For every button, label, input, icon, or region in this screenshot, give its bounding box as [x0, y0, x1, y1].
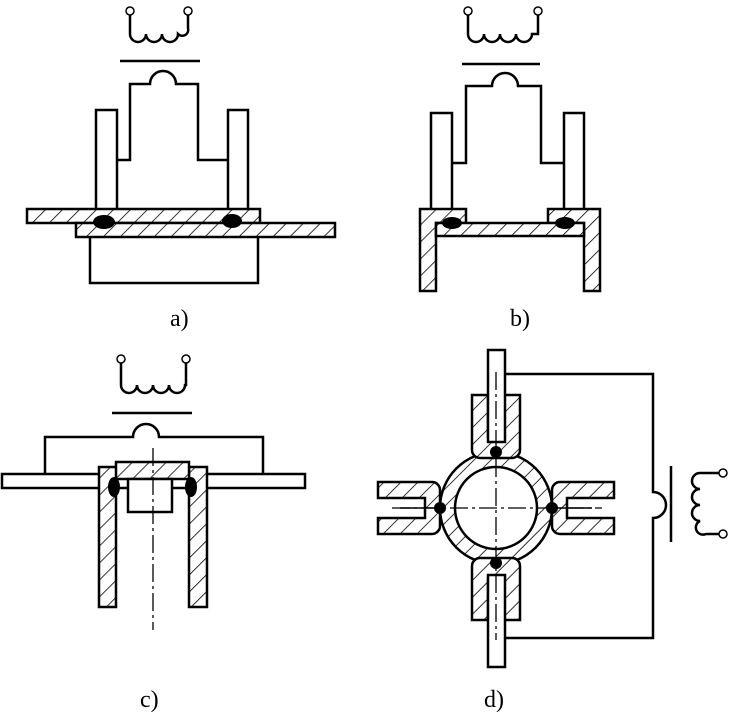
weld-right-a	[222, 214, 242, 228]
cap-plate-b	[434, 221, 586, 238]
electrode-right-b	[562, 111, 586, 212]
electrode-left-a	[94, 108, 119, 212]
sheet-lower-a	[74, 221, 337, 239]
weld-right-b	[555, 217, 575, 229]
base-block-a	[88, 237, 260, 285]
fixture-top-d	[470, 348, 522, 460]
transformer-coil-a	[120, 6, 200, 63]
secondary-circuit-c	[43, 422, 265, 474]
caption-a: a)	[170, 306, 189, 332]
caption-c: c)	[140, 687, 159, 713]
transformer-coil-c	[112, 354, 192, 415]
weld-bottom-d	[490, 557, 502, 569]
tube-wall-right-c	[187, 465, 209, 609]
panel-c	[0, 354, 307, 630]
caption-b: b)	[510, 306, 530, 332]
panel-a	[25, 6, 337, 285]
secondary-circuit-a	[118, 69, 228, 162]
weld-top-d	[490, 446, 502, 458]
electrode-left-b	[429, 111, 454, 212]
caption-d: d)	[484, 687, 504, 713]
plug-inner-c	[126, 477, 174, 514]
secondary-circuit-b	[452, 71, 564, 165]
panel-d	[376, 348, 728, 669]
secondary-circuit-d	[505, 372, 668, 640]
weld-left-b	[442, 217, 462, 229]
panel-b	[418, 6, 602, 293]
weld-left-a	[93, 215, 115, 229]
weld-left-c	[108, 477, 120, 497]
transformer-coil-d	[669, 466, 728, 542]
weld-left-d	[434, 502, 446, 514]
electrode-right-a	[226, 108, 250, 212]
transformer-coil-b	[462, 6, 543, 66]
weld-right-d	[546, 502, 558, 514]
weld-right-c	[185, 477, 197, 497]
